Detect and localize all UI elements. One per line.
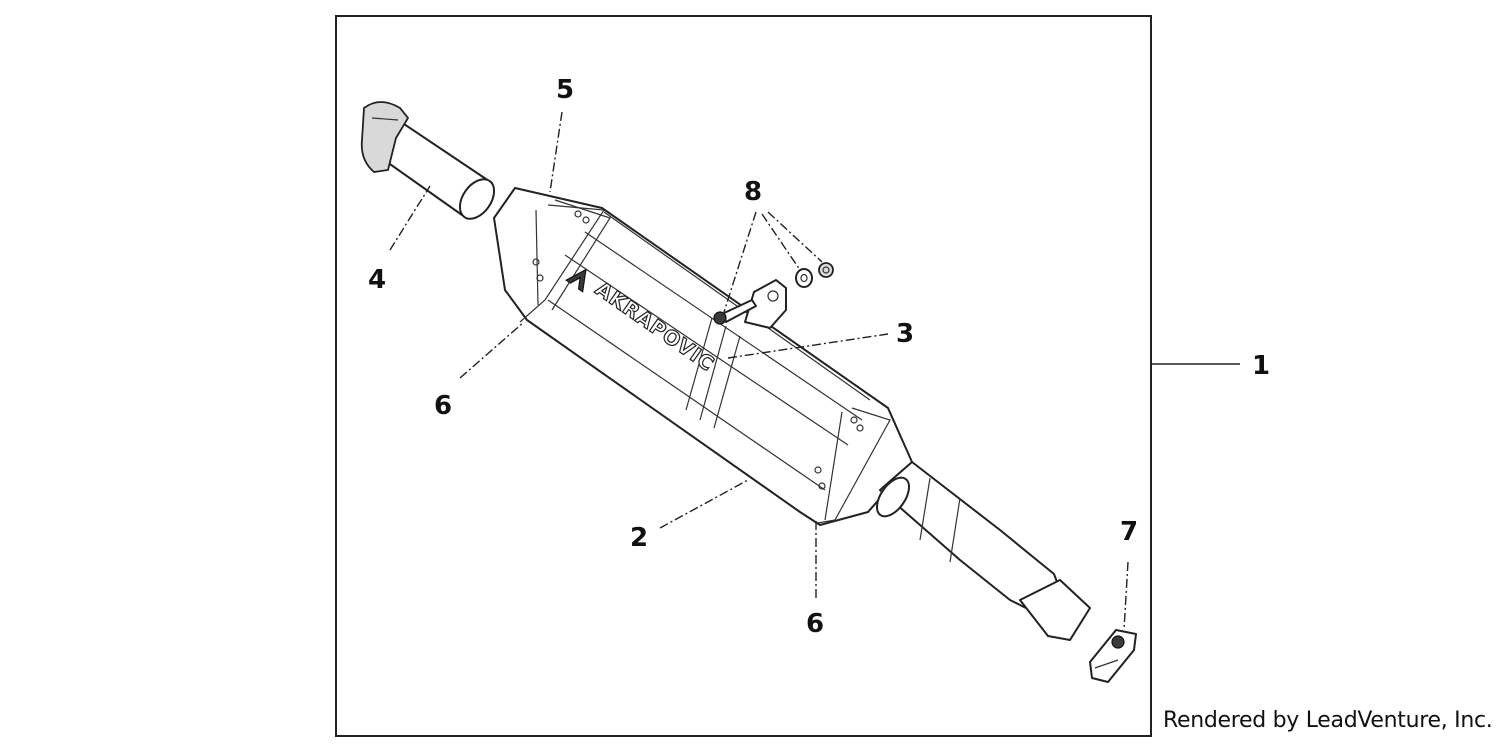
leader-4 xyxy=(389,185,431,251)
callout-6a: 6 xyxy=(434,391,452,421)
akrapovic-logo xyxy=(565,268,587,293)
callout-6b: 6 xyxy=(806,609,824,639)
kit-frame xyxy=(335,15,1152,737)
callout-2: 2 xyxy=(630,523,648,553)
leader-8a xyxy=(723,211,757,313)
part-4-end-cap[interactable] xyxy=(360,101,501,225)
outlet-pipe[interactable] xyxy=(871,461,1091,641)
leader-3 xyxy=(727,333,889,359)
leader-7 xyxy=(1123,561,1129,631)
render-credit: Rendered by LeadVenture, Inc. xyxy=(1163,708,1493,733)
callout-5: 5 xyxy=(556,75,574,105)
leader-8c xyxy=(767,211,823,263)
leader-8b xyxy=(761,213,801,271)
callout-8: 8 xyxy=(744,177,762,207)
part-8-bracket-hardware[interactable] xyxy=(713,262,834,329)
leader-6a xyxy=(459,321,525,379)
part-7-clamp[interactable] xyxy=(1089,629,1137,683)
leader-2 xyxy=(659,479,749,529)
leader-5 xyxy=(549,111,563,193)
callout-7: 7 xyxy=(1120,517,1138,547)
callout-1: 1 xyxy=(1252,351,1270,381)
part-2-silencer-body[interactable]: AKRAPOVIC xyxy=(493,187,913,526)
callout-4: 4 xyxy=(368,265,386,295)
callout-3: 3 xyxy=(896,319,914,349)
